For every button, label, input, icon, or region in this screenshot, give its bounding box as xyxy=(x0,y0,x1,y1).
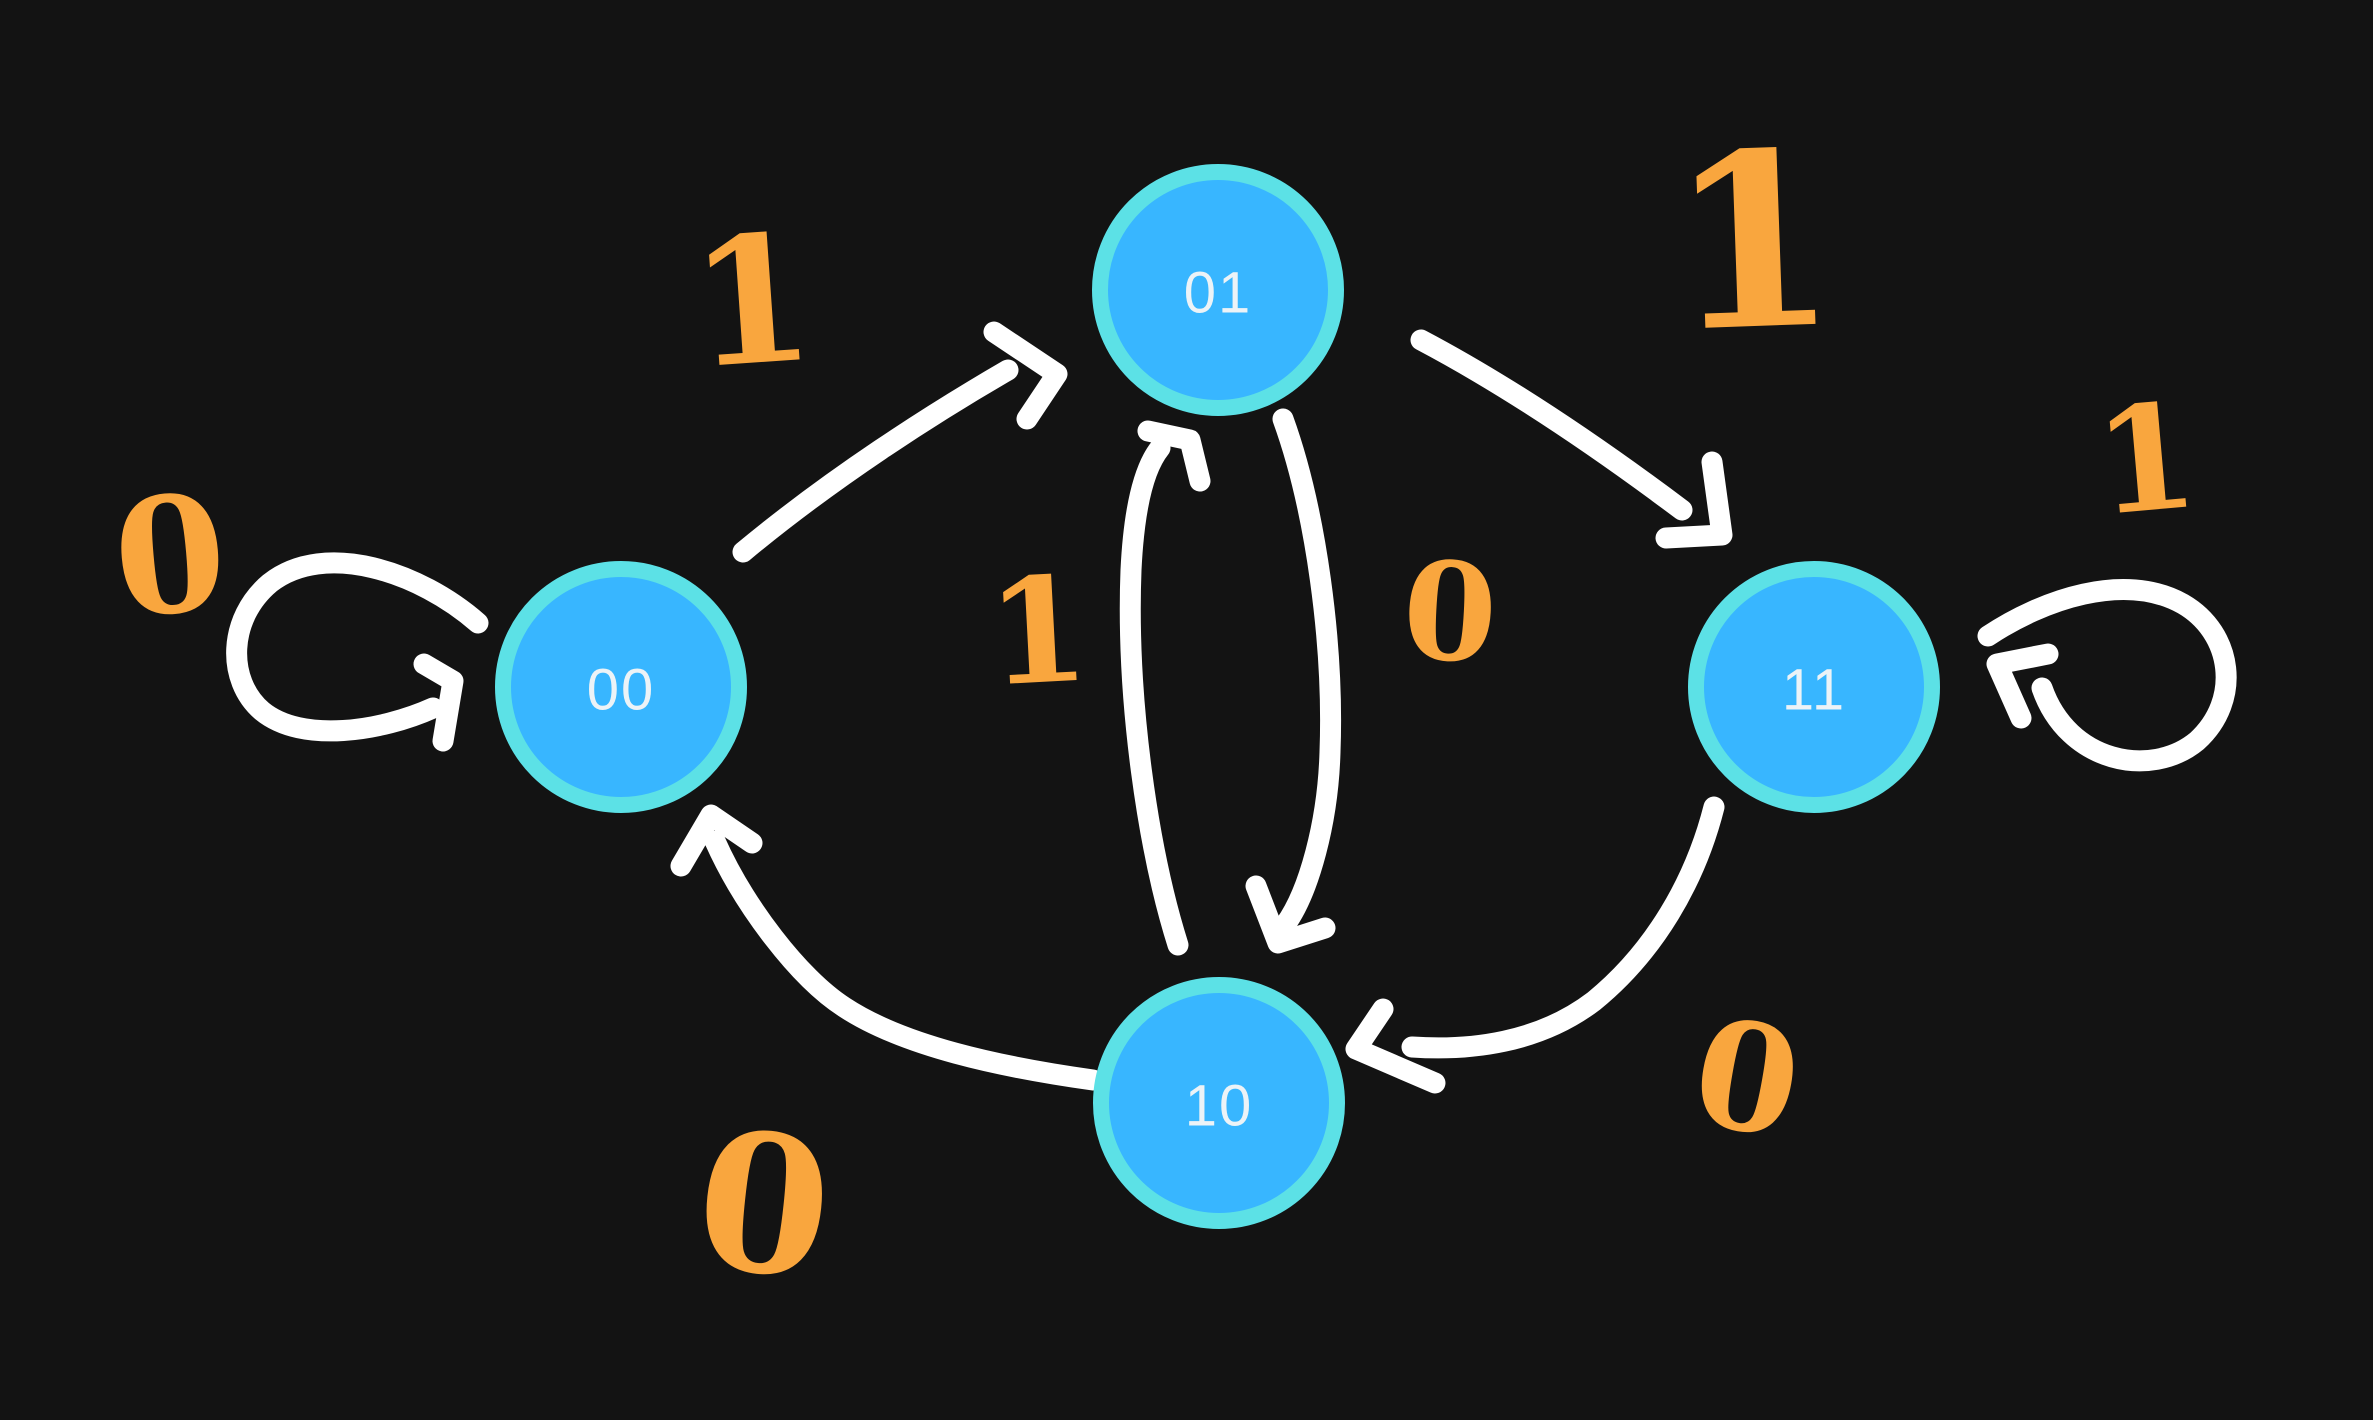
state-node-10: 10 xyxy=(1093,977,1345,1229)
transition-10-01: 1 xyxy=(983,420,1211,956)
state-node-11: 11 xyxy=(1688,561,1940,813)
transition-00-01-label: 1 xyxy=(684,196,820,409)
state-node-00: 00 xyxy=(495,561,747,813)
transition-11-11-arrowhead xyxy=(1986,643,2059,729)
transition-11-11-label: 1 xyxy=(2088,371,2203,549)
state-circle-10 xyxy=(1093,977,1345,1229)
transition-01-10-curve xyxy=(1272,408,1342,936)
state-label-01: 01 xyxy=(1184,261,1253,326)
transition-01-11-curve xyxy=(1410,329,1693,521)
state-label-00: 00 xyxy=(587,658,656,723)
transition-10-00: 0 xyxy=(670,804,1104,1323)
transition-10-00-arrowhead xyxy=(670,804,763,877)
transition-01-10: 0 xyxy=(1245,408,1501,954)
transition-01-11: 1 xyxy=(1410,98,1842,549)
transition-10-01-arrowhead xyxy=(1137,420,1211,492)
transition-11-10-label: 0 xyxy=(1681,983,1813,1172)
transition-10-01-label: 1 xyxy=(983,544,1093,719)
transition-01-11-label: 1 xyxy=(1665,98,1842,386)
state-label-10: 10 xyxy=(1185,1074,1254,1139)
transition-10-01-curve xyxy=(1119,437,1189,956)
state-node-01: 01 xyxy=(1092,164,1344,416)
transition-00-00-label: 0 xyxy=(106,458,233,655)
transition-11-10-curve xyxy=(1401,796,1725,1059)
transition-01-11-arrowhead xyxy=(1655,451,1733,549)
transition-01-10-arrowhead xyxy=(1245,875,1336,954)
transition-11-11-curve xyxy=(1977,579,2237,772)
transition-01-10-label: 0 xyxy=(1399,530,1501,694)
transition-00-01-arrowhead xyxy=(983,321,1068,430)
transition-10-00-curve xyxy=(704,830,1104,1091)
state-circle-00 xyxy=(495,561,747,813)
transition-00-00-arrowhead xyxy=(413,653,464,752)
transition-00-01: 1 xyxy=(684,196,1068,563)
transition-00-00: 0 xyxy=(106,458,489,752)
state-circle-11 xyxy=(1688,561,1940,813)
transition-11-10-arrowhead xyxy=(1345,998,1446,1094)
transition-10-00-label: 0 xyxy=(687,1087,842,1323)
transition-11-10: 0 xyxy=(1345,796,1813,1173)
transition-00-01-curve xyxy=(732,359,1019,563)
transition-11-11: 1 xyxy=(1977,371,2237,772)
transition-00-00-curve xyxy=(226,552,489,742)
state-label-11: 11 xyxy=(1782,658,1846,723)
state-circle-01 xyxy=(1092,164,1344,416)
